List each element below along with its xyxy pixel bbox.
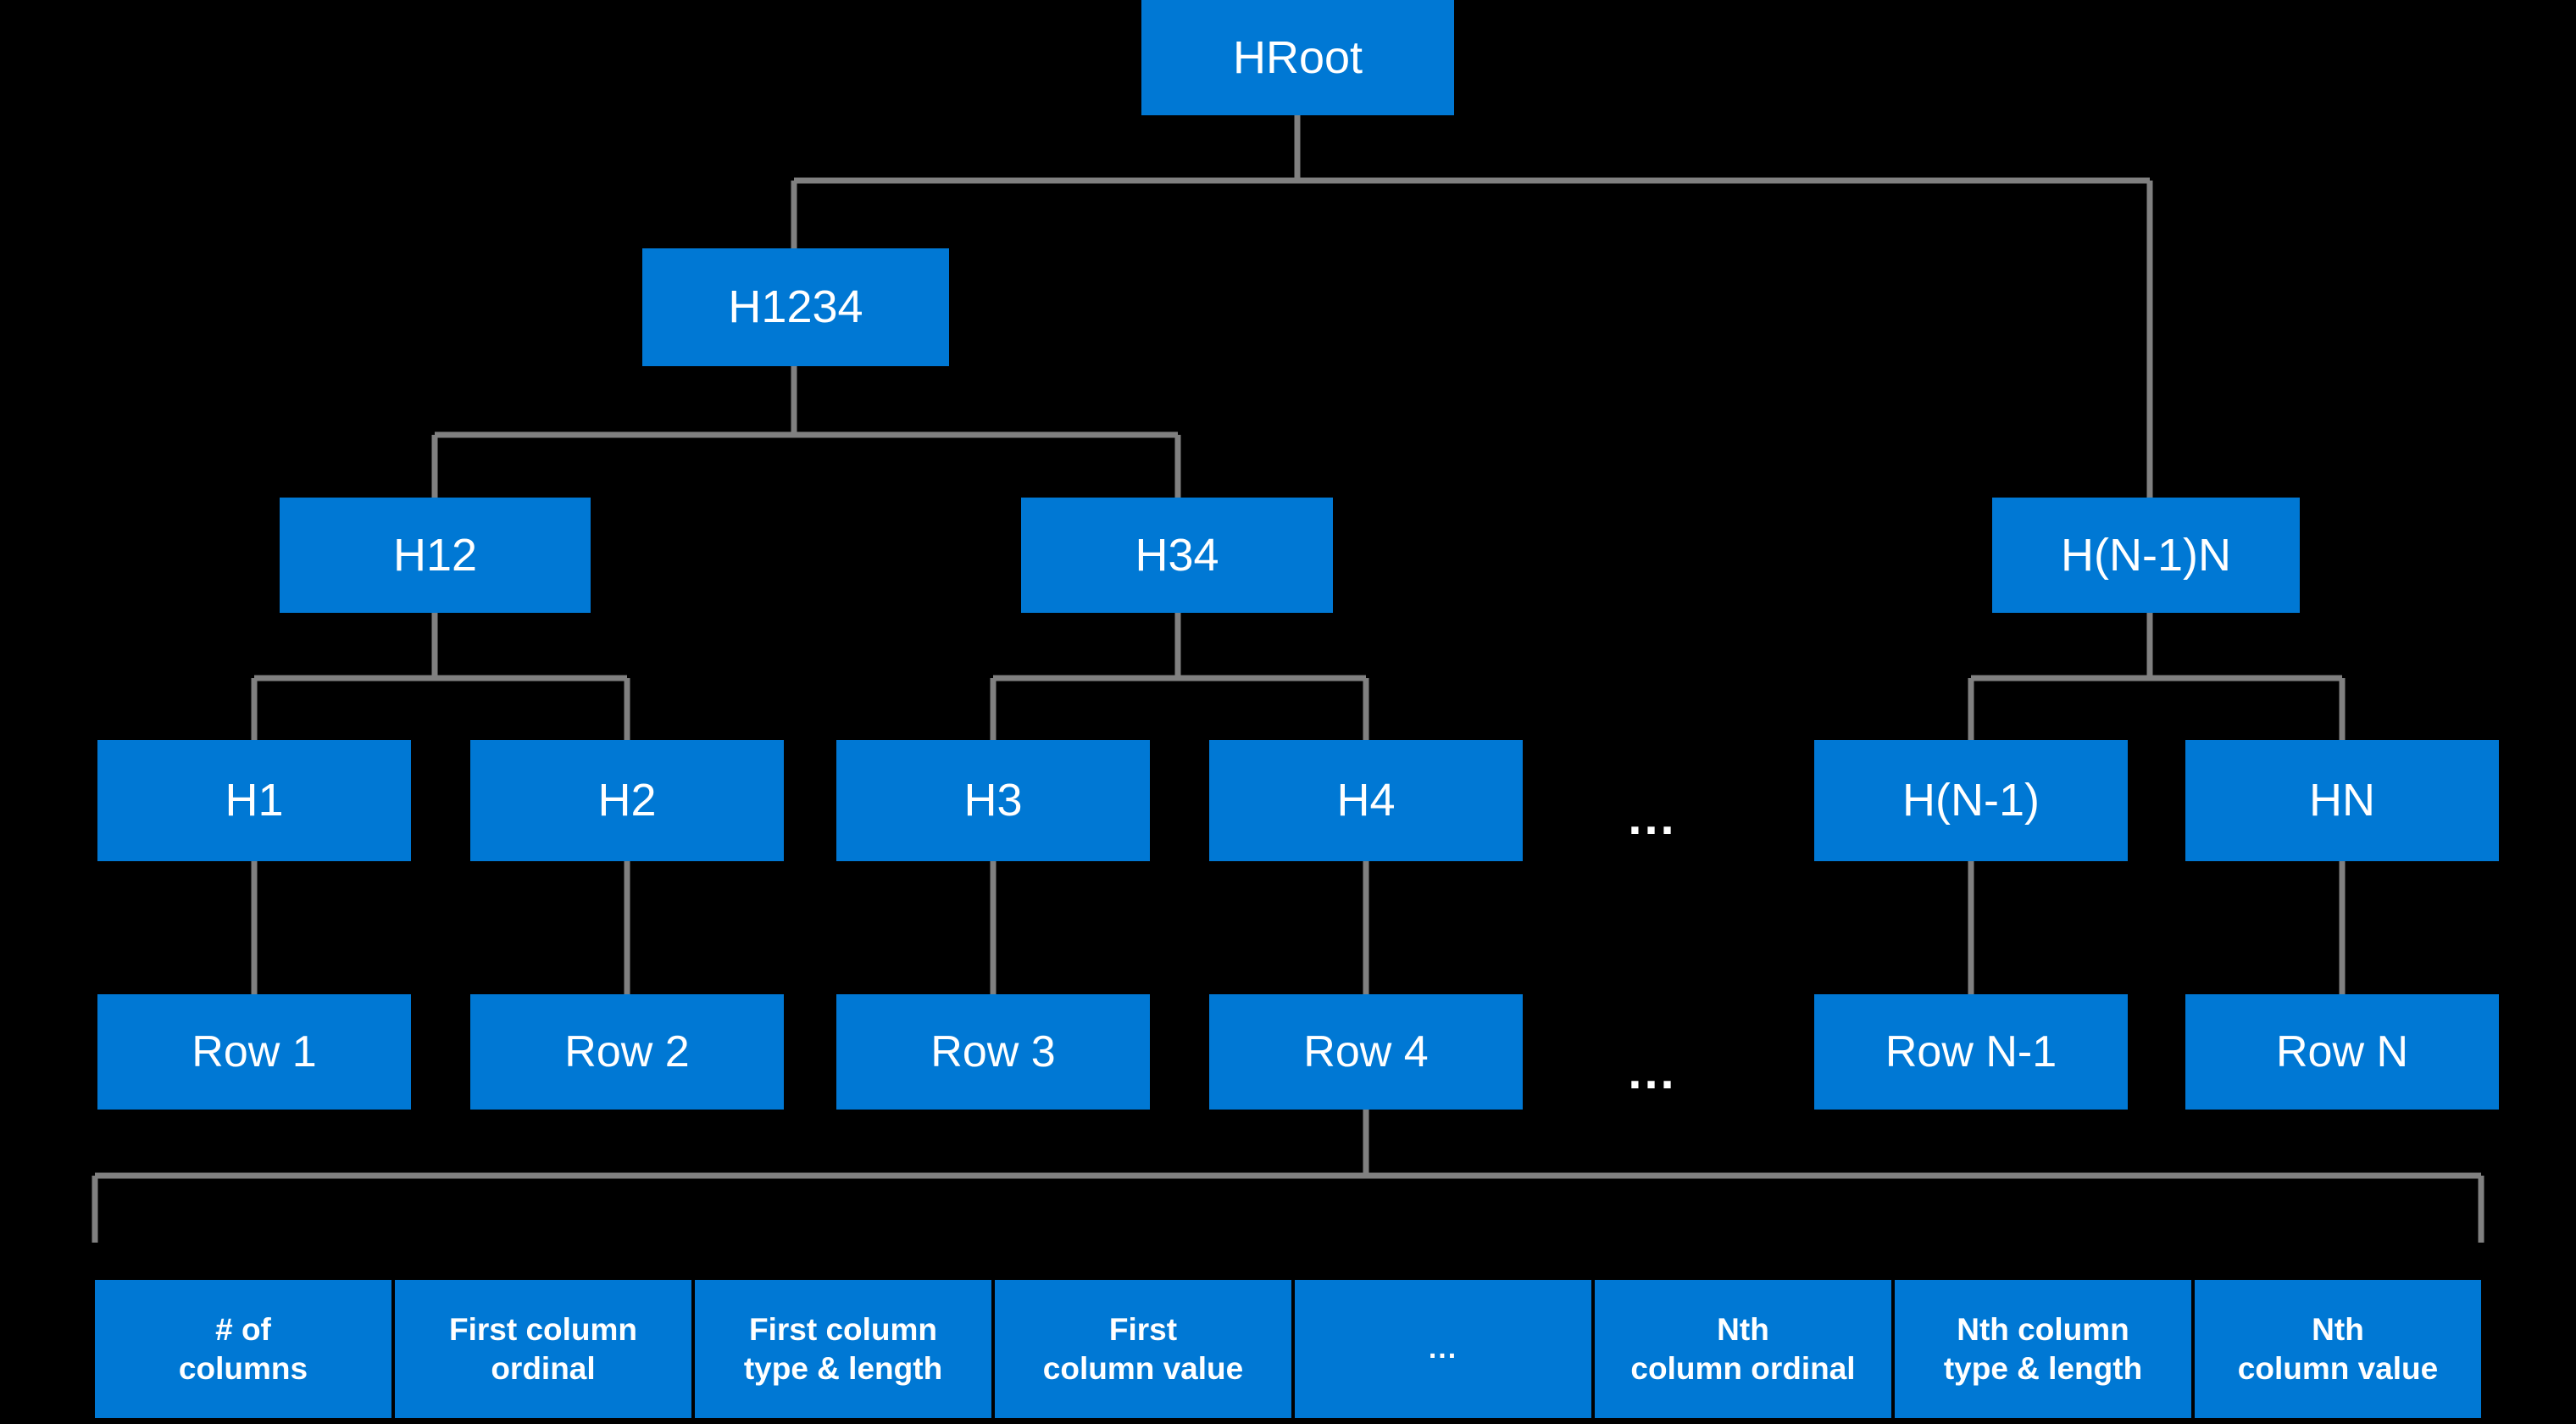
node-h1[interactable]: H1 xyxy=(97,740,411,861)
node-hn1[interactable]: H(N-1) xyxy=(1814,740,2128,861)
cell-first-column-type-length[interactable]: First column type & length xyxy=(695,1280,991,1418)
node-hroot[interactable]: HRoot xyxy=(1141,0,1454,115)
node-h12[interactable]: H12 xyxy=(280,498,591,613)
cell-nth-column-ordinal[interactable]: Nth column ordinal xyxy=(1595,1280,1891,1418)
node-row4[interactable]: Row 4 xyxy=(1209,994,1523,1110)
cell-ellipsis[interactable]: ... xyxy=(1295,1280,1591,1418)
node-h3[interactable]: H3 xyxy=(836,740,1150,861)
node-h4[interactable]: H4 xyxy=(1209,740,1523,861)
cell-num-columns[interactable]: # of columns xyxy=(95,1280,391,1418)
node-rown[interactable]: Row N xyxy=(2185,994,2499,1110)
node-h1234[interactable]: H1234 xyxy=(642,248,949,366)
cell-nth-column-type-length[interactable]: Nth column type & length xyxy=(1895,1280,2191,1418)
node-hn1n[interactable]: H(N-1)N xyxy=(1992,498,2300,613)
row-ellipsis: ... xyxy=(1628,1044,1677,1099)
cell-first-column-value[interactable]: First column value xyxy=(995,1280,1291,1418)
node-rown1[interactable]: Row N-1 xyxy=(1814,994,2128,1110)
node-row3[interactable]: Row 3 xyxy=(836,994,1150,1110)
node-h2[interactable]: H2 xyxy=(470,740,784,861)
node-hn[interactable]: HN xyxy=(2185,740,2499,861)
node-h34[interactable]: H34 xyxy=(1021,498,1333,613)
node-row2[interactable]: Row 2 xyxy=(470,994,784,1110)
cell-nth-column-value[interactable]: Nth column value xyxy=(2195,1280,2481,1418)
cell-first-column-ordinal[interactable]: First column ordinal xyxy=(395,1280,691,1418)
hash-row-ellipsis: ... xyxy=(1628,790,1677,845)
node-row1[interactable]: Row 1 xyxy=(97,994,411,1110)
